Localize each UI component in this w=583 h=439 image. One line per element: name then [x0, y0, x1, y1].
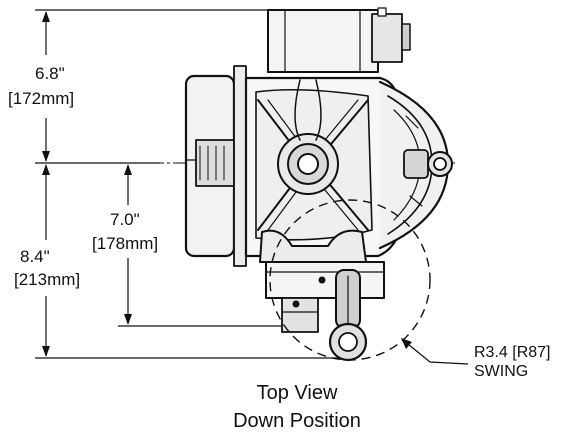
- sensor-dome: [378, 80, 453, 250]
- dimension-arrowheads: [42, 11, 132, 357]
- caption-line-2: Down Position: [233, 410, 361, 432]
- lower-dimension-inches: 8.4": [20, 247, 50, 266]
- swing-leader-line: [402, 339, 469, 365]
- device-top-view: [184, 7, 453, 362]
- bottom-bracket: [259, 229, 385, 362]
- caption-line-1: Top View: [257, 382, 338, 404]
- arrow-up-icon: [42, 164, 50, 175]
- upper-dimension-inches: 6.8": [35, 64, 65, 83]
- swing-radius-label: R3.4 [R87]: [474, 344, 550, 361]
- arrow-up-icon: [42, 11, 50, 22]
- upper-dimension-metric: [172mm]: [8, 89, 74, 108]
- arrow-down-icon: [124, 314, 132, 325]
- arrow-down-icon: [42, 346, 50, 357]
- swing-radius-arc: [269, 199, 431, 361]
- main-housing: [244, 76, 404, 258]
- left-cap: [184, 65, 247, 267]
- swing-label: SWING: [474, 363, 528, 380]
- dimension-lines: [35, 9, 340, 359]
- arrow-up-icon: [124, 164, 132, 175]
- lower-dimension-metric: [213mm]: [14, 270, 80, 289]
- leader-arrow-icon: [401, 338, 412, 349]
- arrow-down-icon: [42, 151, 50, 162]
- inner-dimension-inches: 7.0": [110, 210, 140, 229]
- top-enclosure: [267, 7, 411, 73]
- inner-dimension-metric: [178mm]: [92, 234, 158, 253]
